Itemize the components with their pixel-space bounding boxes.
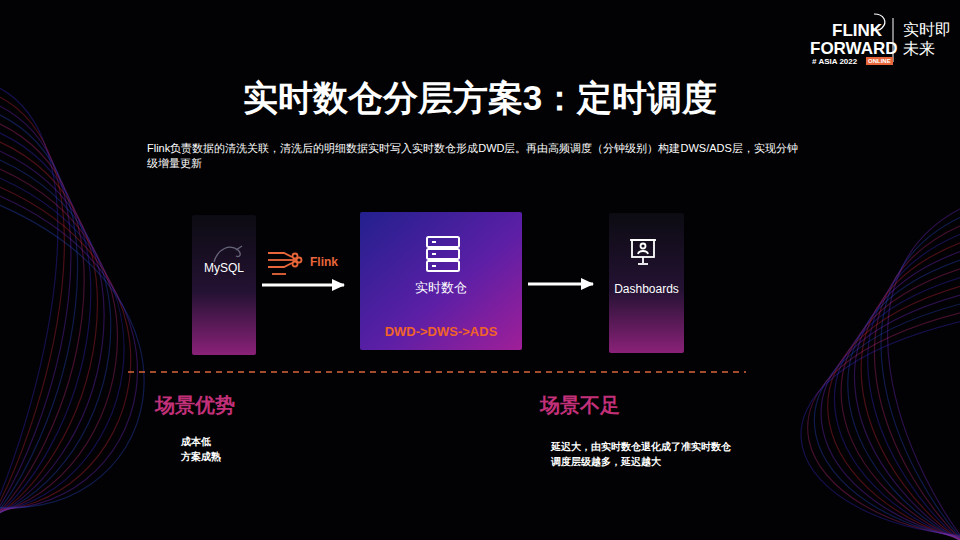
layer-label: DWD->DWS->ADS bbox=[385, 323, 498, 340]
swirl-line bbox=[808, 308, 960, 538]
mysql-dolphin-icon bbox=[214, 246, 242, 262]
node-label: Dashboards bbox=[614, 281, 679, 297]
section-heading: 场景优势 bbox=[155, 392, 235, 418]
flink-stream-icon bbox=[268, 253, 302, 274]
logo-slogan: 实时即未来 bbox=[903, 20, 955, 58]
swirl-line bbox=[0, 152, 111, 518]
node-label: MySQL bbox=[204, 260, 244, 276]
box-fill bbox=[360, 212, 522, 350]
swirl-line bbox=[861, 236, 960, 540]
advantage-item: 方案成熟 bbox=[181, 450, 221, 463]
edge-label: Flink bbox=[310, 255, 338, 270]
swirl-line bbox=[0, 107, 78, 532]
drawback-item: 延迟大，由实时数仓退化成了准实时数仓 bbox=[551, 440, 731, 453]
swirl-line bbox=[0, 134, 97, 524]
dashboard-box: Dashboards bbox=[609, 213, 684, 353]
swirl-line bbox=[888, 200, 960, 540]
description-text: Flink负责数据的清洗关联，清洗后的明细数据实时写入实时数仓形成DWD层。再由… bbox=[147, 141, 802, 171]
section-heading: 场景不足 bbox=[540, 392, 620, 418]
box-fill bbox=[609, 213, 684, 353]
swirl-line bbox=[0, 143, 104, 521]
divider-dashed bbox=[128, 371, 746, 373]
swirl-line bbox=[848, 254, 960, 540]
server-icon bbox=[427, 237, 459, 271]
swirl-line bbox=[841, 263, 960, 540]
swirl-line bbox=[0, 197, 144, 508]
box-fill bbox=[192, 215, 256, 355]
dashboard-icon bbox=[630, 240, 656, 264]
logo-badge: ONLINE bbox=[866, 57, 893, 65]
swirl-line bbox=[814, 299, 960, 540]
logo-subtext: # ASIA 2022 bbox=[812, 57, 857, 67]
advantage-item: 成本低 bbox=[181, 435, 211, 448]
source-box: MySQL bbox=[192, 215, 256, 355]
logo-text: FLINK bbox=[832, 20, 882, 42]
swirl-line bbox=[0, 179, 131, 511]
node-label: 实时数仓 bbox=[415, 279, 467, 296]
drawback-item: 调度层级越多，延迟越大 bbox=[551, 455, 661, 468]
swirl-line bbox=[801, 317, 960, 537]
swirl-line bbox=[0, 170, 124, 513]
swirl-line bbox=[0, 116, 84, 529]
swirl-line bbox=[854, 245, 960, 540]
slide-title: 实时数仓分层方案3：定时调度 bbox=[0, 76, 960, 120]
warehouse-box: 实时数仓 DWD->DWS->ADS bbox=[360, 212, 522, 350]
flow-arrow bbox=[528, 283, 593, 286]
flow-arrow bbox=[262, 284, 344, 287]
